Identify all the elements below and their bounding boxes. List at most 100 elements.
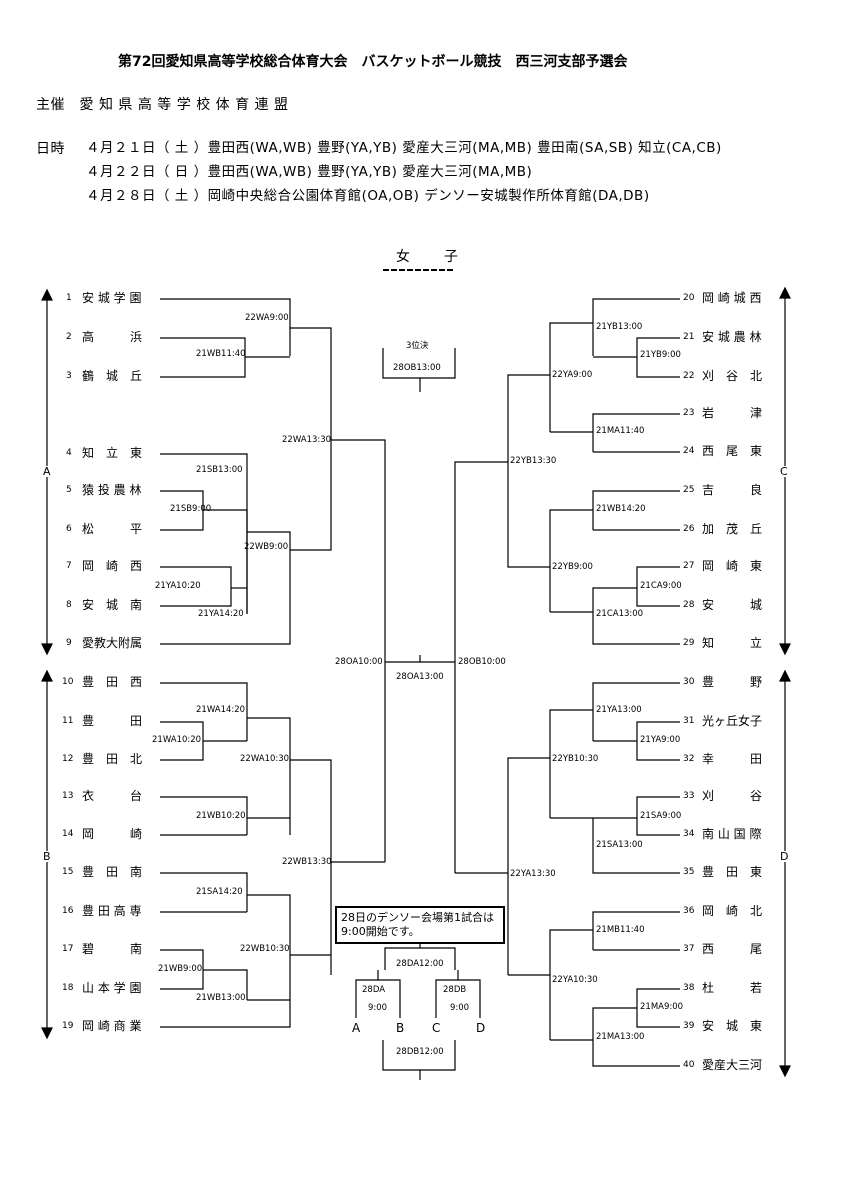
team-name: 安 城 bbox=[702, 598, 763, 612]
organizer: 主催 愛 知 県 高 等 学 校 体 育 連 盟 bbox=[36, 97, 289, 113]
team-name: 愛教大附属 bbox=[82, 636, 143, 650]
game-label: 22YB10:30 bbox=[552, 754, 599, 764]
team-name: 岡 崎 商 業 bbox=[82, 1019, 142, 1033]
team-name: 岡 崎 城 西 bbox=[702, 291, 762, 305]
game-label: 21WB11:40 bbox=[196, 349, 246, 359]
team-number: 34 bbox=[683, 829, 695, 839]
team-name: 高 浜 bbox=[82, 330, 143, 344]
game-label: 21SA13:00 bbox=[596, 840, 643, 850]
team-name: 鶴 城 丘 bbox=[82, 369, 143, 383]
team-number: 26 bbox=[683, 524, 695, 534]
denso-final-game: 28DA12:00 bbox=[396, 959, 444, 969]
team-name: 安 城 東 bbox=[702, 1019, 763, 1033]
team-number: 33 bbox=[683, 791, 695, 801]
game-label: 28OA10:00 bbox=[335, 657, 383, 667]
page-title: 第72回愛知県高等学校総合体育大会 バスケットボール競技 西三河支部予選会 bbox=[118, 54, 628, 70]
game-label: 21CA9:00 bbox=[640, 581, 682, 591]
team-name: 知 立 bbox=[702, 636, 763, 650]
team-name: 吉 良 bbox=[702, 483, 763, 497]
denso-group-a: A bbox=[352, 1021, 361, 1035]
team-number: 8 bbox=[66, 600, 72, 610]
team-name: 杜 若 bbox=[702, 981, 763, 995]
team-number: 4 bbox=[66, 448, 72, 458]
team-number: 1 bbox=[66, 293, 72, 303]
game-label: 22YA13:30 bbox=[510, 869, 556, 879]
team-number: 39 bbox=[683, 1021, 695, 1031]
team-name: 西 尾 bbox=[702, 942, 763, 956]
game-label: 21YB13:00 bbox=[596, 322, 643, 332]
denso-group-d: D bbox=[476, 1021, 486, 1035]
game-label: 21YA9:00 bbox=[640, 735, 681, 745]
team-name: 岡 崎 東 bbox=[702, 559, 763, 573]
division-title: 女 子 bbox=[396, 249, 468, 265]
team-number: 10 bbox=[62, 677, 74, 687]
denso-bottom-game: 28DB12:00 bbox=[396, 1047, 444, 1057]
team-name: 刈 谷 bbox=[702, 789, 763, 803]
group-label-d: D bbox=[780, 850, 789, 863]
team-number: 37 bbox=[683, 944, 695, 954]
team-number: 5 bbox=[66, 485, 72, 495]
team-number: 23 bbox=[683, 408, 695, 418]
team-number: 19 bbox=[62, 1021, 74, 1031]
denso-group-b: B bbox=[396, 1021, 405, 1035]
team-name: 刈 谷 北 bbox=[702, 369, 763, 383]
game-label: 21SA9:00 bbox=[640, 811, 682, 821]
team-name: 豊 田 東 bbox=[702, 865, 763, 879]
team-name: 岡 崎 西 bbox=[82, 559, 143, 573]
third-place-game: 28OB13:00 bbox=[393, 363, 441, 373]
game-label: 22YA9:00 bbox=[552, 370, 593, 380]
denso-da-label: 28DA bbox=[362, 985, 386, 995]
team-number: 38 bbox=[683, 983, 695, 993]
team-name: 安 城 南 bbox=[82, 598, 143, 612]
team-name: 安 城 農 林 bbox=[702, 330, 762, 344]
game-label: 22WB9:00 bbox=[244, 542, 289, 552]
game-label: 21WB10:20 bbox=[196, 811, 246, 821]
team-name: 安 城 学 園 bbox=[82, 291, 142, 305]
team-number: 9 bbox=[66, 638, 72, 648]
game-label: 22YA10:30 bbox=[552, 975, 598, 985]
team-number: 35 bbox=[683, 867, 695, 877]
team-number: 3 bbox=[66, 371, 72, 381]
team-name: 豊 田 西 bbox=[82, 675, 143, 689]
team-name: 西 尾 東 bbox=[702, 444, 763, 458]
team-number: 40 bbox=[683, 1060, 695, 1070]
team-number: 21 bbox=[683, 332, 695, 342]
team-name: 光ヶ丘女子 bbox=[702, 714, 763, 728]
date-line-2: ４月２２日（ 日 ）豊田西(WA,WB) 豊野(YA,YB) 愛産大三河(MA,… bbox=[86, 164, 533, 180]
game-label: 22WB10:30 bbox=[240, 944, 290, 954]
team-name: 松 平 bbox=[82, 522, 143, 536]
game-label: 21MB11:40 bbox=[596, 925, 645, 935]
third-place-label: 3位決 bbox=[406, 341, 429, 351]
team-number: 11 bbox=[62, 716, 74, 726]
game-label: 21WB9:00 bbox=[158, 964, 203, 974]
team-number: 24 bbox=[683, 446, 695, 456]
game-label: 21YA10:20 bbox=[155, 581, 201, 591]
game-label: 21SA14:20 bbox=[196, 887, 243, 897]
team-number: 32 bbox=[683, 754, 695, 764]
group-label-c: C bbox=[780, 465, 788, 478]
team-name: 豊 田 bbox=[82, 714, 143, 728]
team-number: 6 bbox=[66, 524, 72, 534]
team-number: 25 bbox=[683, 485, 695, 495]
team-name: 幸 田 bbox=[702, 752, 763, 766]
team-number: 18 bbox=[62, 983, 74, 993]
date-line-3: ４月２８日（ 土 ）岡崎中央総合公園体育館(OA,OB) デンソー安城製作所体育… bbox=[86, 188, 650, 204]
game-label: 21MA13:00 bbox=[596, 1032, 645, 1042]
team-name: 岩 津 bbox=[702, 406, 763, 420]
team-number: 7 bbox=[66, 561, 72, 571]
group-label-a: A bbox=[43, 465, 51, 478]
team-number: 27 bbox=[683, 561, 695, 571]
game-label: 22YB13:30 bbox=[510, 456, 557, 466]
team-name: 豊 野 bbox=[702, 675, 763, 689]
team-name: 猿 投 農 林 bbox=[82, 483, 142, 497]
denso-db-label: 28DB bbox=[443, 985, 467, 995]
team-number: 36 bbox=[683, 906, 695, 916]
team-name: 山 本 学 園 bbox=[82, 981, 142, 995]
team-name: 南 山 国 際 bbox=[702, 827, 762, 841]
game-label: 21WB13:00 bbox=[196, 993, 246, 1003]
team-number: 31 bbox=[683, 716, 695, 726]
denso-group-c: C bbox=[432, 1021, 441, 1035]
team-number: 12 bbox=[62, 754, 74, 764]
group-label-b: B bbox=[43, 850, 51, 863]
